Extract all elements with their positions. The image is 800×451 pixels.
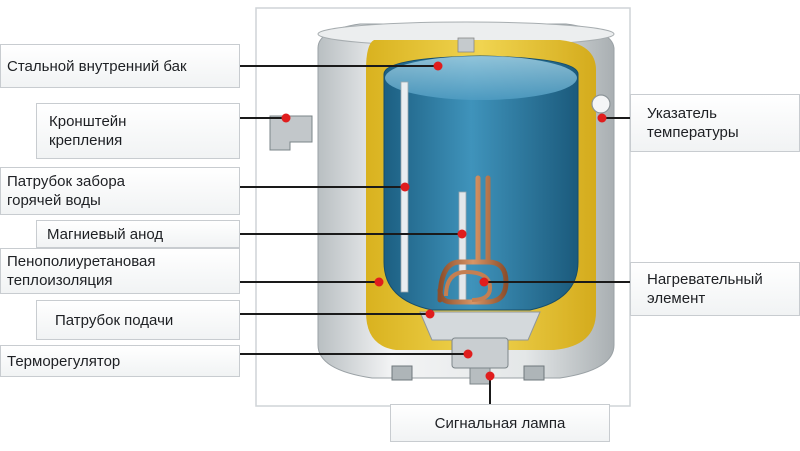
label-insulation-line1: Пенополиуретановая — [7, 253, 156, 270]
label-bracket-line1: Кронштейн — [49, 113, 127, 130]
label-temp-indicator-line2: температуры — [647, 124, 739, 141]
label-temp-indicator-line1: Указатель — [647, 105, 717, 122]
inlet-pipe-end — [391, 365, 413, 381]
marker-temp-indicator — [597, 113, 607, 123]
label-temp-indicator: Указатель температуры — [630, 94, 800, 152]
top-fitting — [457, 37, 475, 53]
wall-bracket — [269, 115, 313, 151]
label-inlet-pipe-text: Патрубок подачи — [55, 311, 174, 329]
label-steel-tank-text: Стальной внутренний бак — [7, 57, 187, 75]
marker-insulation — [374, 277, 384, 287]
bottom-flange — [419, 311, 541, 341]
inner-tank — [383, 55, 579, 311]
label-hot-outlet: Патрубок забора горячей воды — [0, 167, 240, 215]
marker-bracket — [281, 113, 291, 123]
marker-heater — [479, 277, 489, 287]
marker-inlet-pipe — [425, 309, 435, 319]
label-anode: Магниевый анод — [36, 220, 240, 248]
callout-markers — [281, 61, 607, 381]
marker-anode — [457, 229, 467, 239]
label-thermostat-text: Терморегулятор — [7, 352, 121, 370]
label-bracket-line2: крепления — [49, 132, 123, 149]
marker-steel-tank — [433, 61, 443, 71]
water-surface — [385, 56, 577, 100]
label-steel-tank: Стальной внутренний бак — [0, 44, 240, 88]
label-heater-line1: Нагревательный — [647, 271, 763, 288]
leader-lines — [240, 65, 630, 404]
anode-rod — [458, 191, 467, 305]
heating-coil — [444, 269, 493, 302]
label-signal-lamp-text: Сигнальная лампа — [434, 414, 566, 432]
marker-thermostat — [463, 349, 473, 359]
label-hot-outlet-line2: горячей воды — [7, 192, 101, 209]
marker-signal-lamp — [485, 371, 495, 381]
label-hot-outlet-line1: Патрубок забора — [7, 173, 126, 190]
label-heater-line2: элемент — [647, 290, 706, 307]
label-signal-lamp: Сигнальная лампа — [390, 404, 610, 442]
temperature-indicator-dial — [591, 94, 611, 114]
marker-hot-outlet — [400, 182, 410, 192]
label-insulation-line2: теплоизоляция — [7, 272, 113, 289]
label-insulation: Пенополиуретановая теплоизоляция — [0, 248, 240, 294]
label-heater: Нагревательный элемент — [630, 262, 800, 316]
label-inlet-pipe: Патрубок подачи — [36, 300, 240, 340]
label-thermostat: Терморегулятор — [0, 345, 240, 377]
label-bracket: Кронштейн крепления — [36, 103, 240, 159]
outlet-pipe-end — [523, 365, 545, 381]
label-anode-text: Магниевый анод — [47, 225, 164, 243]
